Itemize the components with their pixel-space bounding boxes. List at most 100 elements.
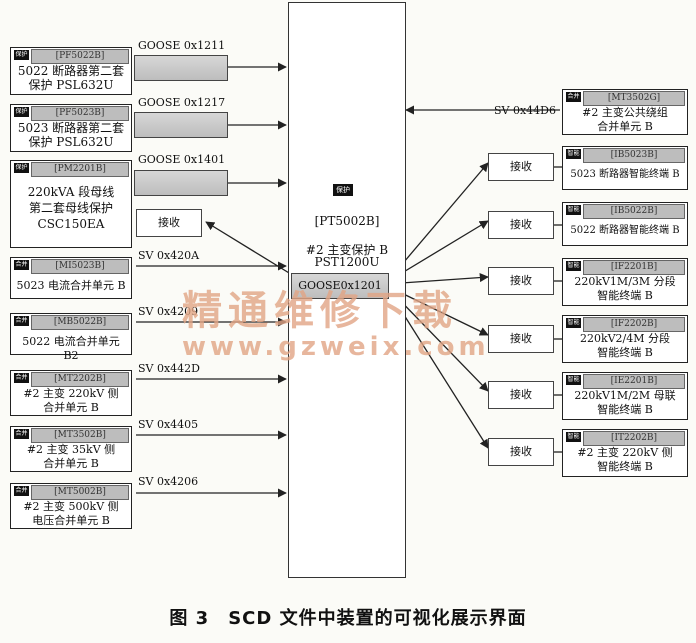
device-if2202b[interactable]: 智能[IF2202B] 220kV2/4M 分段 智能终端 B — [562, 315, 688, 363]
device-ib5023b[interactable]: 智能[IB5023B] 5023 断路器智能终端 B — [562, 146, 688, 190]
goose-out-port[interactable]: GOOSE0x1201 — [291, 273, 389, 299]
device-desc: 智能终端 B — [597, 289, 653, 302]
device-desc: 合并单元 B — [43, 457, 99, 470]
device-model: CSC150EA — [37, 217, 105, 231]
device-mt3502g[interactable]: 合并[MT3502G] #2 主变公共绕组 合并单元 B — [562, 89, 688, 135]
receive-box[interactable]: 接收 — [488, 211, 554, 239]
device-icon: 合并 — [14, 429, 29, 439]
device-icon: 合并 — [14, 316, 29, 326]
device-code: [PM2201B] — [31, 162, 129, 177]
device-code: [MT3502B] — [31, 428, 129, 443]
device-ib5022b[interactable]: 智能[IB5022B] 5022 断路器智能终端 B — [562, 202, 688, 246]
device-icon: 合并 — [566, 92, 581, 102]
device-code: [IB5023B] — [583, 148, 685, 163]
device-code: [MB5022B] — [31, 315, 129, 330]
device-name: 5023 断路器智能终端 B — [570, 169, 680, 180]
device-name: #2 主变 220kV 侧 — [23, 387, 119, 400]
goose-port[interactable] — [134, 170, 228, 196]
device-it2202b[interactable]: 智能[IT2202B] #2 主变 220kV 侧 智能终端 B — [562, 429, 688, 477]
device-name: 220kV1M/2M 母联 — [574, 389, 676, 402]
device-code: [MT3502G] — [583, 91, 685, 106]
device-code: [PF5022B] — [31, 49, 129, 64]
device-mb5022b[interactable]: 合并[MB5022B] 5022 电流合并单元 B2 — [10, 313, 132, 362]
device-pf5023b[interactable]: 保护[PF5023B] 5023 断路器第二套 保护 PSL632U — [10, 104, 132, 152]
device-icon: 保护 — [14, 50, 29, 60]
signal-label: SV 0x4209 — [138, 305, 199, 318]
signal-label: SV 0x4206 — [138, 475, 199, 488]
device-icon: 智能 — [566, 149, 581, 159]
device-name: #2 主变 500kV 侧 — [23, 500, 119, 513]
goose-port[interactable] — [134, 55, 228, 81]
receive-box[interactable]: 接收 — [136, 209, 202, 237]
receive-box[interactable]: 接收 — [488, 267, 554, 295]
device-if2201b[interactable]: 智能[IF2201B] 220kV1M/3M 分段 智能终端 B — [562, 258, 688, 306]
device-desc: 第二套母线保护 — [28, 201, 113, 215]
device-mt2202b[interactable]: 合并[MT2202B] #2 主变 220kV 侧 合并单元 B — [10, 370, 132, 416]
device-name: 5022 电流合并单元 B2 — [22, 335, 120, 362]
device-name: 220kV2/4M 分段 — [579, 332, 671, 345]
central-model: PST1200U — [314, 255, 380, 269]
device-model: 保护 PSL632U — [28, 78, 114, 92]
watermark-url: www.gzweix.com — [182, 332, 490, 362]
receive-box[interactable]: 接收 — [488, 381, 554, 409]
device-icon: 智能 — [566, 375, 581, 385]
device-name: 220kVA 段母线 — [27, 185, 115, 199]
signal-label: GOOSE 0x1401 — [138, 153, 226, 166]
device-name: 5023 断路器第二套 — [17, 121, 125, 135]
receive-box[interactable]: 接收 — [488, 438, 554, 466]
signal-label: GOOSE 0x1217 — [138, 96, 226, 109]
device-code: [IE2201B] — [583, 374, 685, 389]
device-code: [IF2202B] — [583, 317, 685, 332]
device-ie2201b[interactable]: 智能[IE2201B] 220kV1M/2M 母联 智能终端 B — [562, 372, 688, 420]
device-name: 5022 断路器智能终端 B — [570, 225, 680, 236]
out-line-bus — [205, 221, 295, 277]
device-icon: 保护 — [14, 163, 29, 173]
device-icon: 智能 — [566, 205, 581, 215]
device-name: #2 主变公共绕组 — [582, 106, 668, 119]
device-pm2201b[interactable]: 保护[PM2201B] 220kVA 段母线 第二套母线保护 CSC150EA — [10, 160, 132, 248]
signal-label: SV 0x442D — [138, 362, 200, 375]
device-mi5023b[interactable]: 合并[MI5023B] 5023 电流合并单元 B — [10, 257, 132, 299]
device-icon: 合并 — [14, 373, 29, 383]
figure-caption: 图 3 SCD 文件中装置的可视化展示界面 — [169, 608, 527, 629]
central-name: #2 主变保护 B — [305, 243, 389, 257]
device-desc: 智能终端 B — [597, 346, 653, 359]
device-mt3502b[interactable]: 合并[MT3502B] #2 主变 35kV 侧 合并单元 B — [10, 426, 132, 472]
signal-label: SV 0x44D6 — [494, 104, 556, 117]
device-name: 220kV1M/3M 分段 — [574, 275, 676, 288]
device-icon: 合并 — [14, 486, 29, 496]
signal-label: SV 0x420A — [138, 249, 200, 262]
device-name: 5022 断路器第二套 — [17, 64, 125, 78]
signal-label: GOOSE 0x1211 — [138, 39, 226, 52]
device-icon: 智能 — [566, 432, 581, 442]
receive-box[interactable]: 接收 — [488, 153, 554, 181]
central-device[interactable]: 保护 [PT5002B] #2 主变保护 B PST1200U GOOSE0x1… — [288, 2, 406, 578]
device-name: 5023 电流合并单元 B — [16, 279, 126, 292]
device-desc: 合并单元 B — [597, 120, 653, 133]
device-icon: 智能 — [566, 261, 581, 271]
device-code: [MI5023B] — [31, 259, 129, 274]
device-name: #2 主变 35kV 侧 — [26, 443, 116, 456]
device-desc: 合并单元 B — [43, 401, 99, 414]
device-pf5022b[interactable]: 保护[PF5022B] 5022 断路器第二套 保护 PSL632U — [10, 47, 132, 95]
device-name: #2 主变 220kV 侧 — [577, 446, 673, 459]
device-code: [MT2202B] — [31, 372, 129, 387]
device-mt5002b[interactable]: 合并[MT5002B] #2 主变 500kV 侧 电压合并单元 B — [10, 483, 132, 529]
device-code: [MT5002B] — [31, 485, 129, 500]
receive-box[interactable]: 接收 — [488, 325, 554, 353]
device-icon: 合并 — [14, 260, 29, 270]
signal-label: SV 0x4405 — [138, 418, 199, 431]
device-code: [IT2202B] — [583, 431, 685, 446]
device-code: [IB5022B] — [583, 204, 685, 219]
device-icon: 智能 — [566, 318, 581, 328]
device-icon: 保护 — [333, 184, 353, 196]
device-desc: 电压合并单元 B — [32, 514, 110, 527]
device-code: [PF5023B] — [31, 106, 129, 121]
goose-port[interactable] — [134, 112, 228, 138]
device-model: 保护 PSL632U — [28, 135, 114, 149]
device-desc: 智能终端 B — [597, 403, 653, 416]
device-desc: 智能终端 B — [597, 460, 653, 473]
device-icon: 保护 — [14, 107, 29, 117]
watermark-text: 精通维修下载 — [182, 287, 458, 334]
device-code: [IF2201B] — [583, 260, 685, 275]
